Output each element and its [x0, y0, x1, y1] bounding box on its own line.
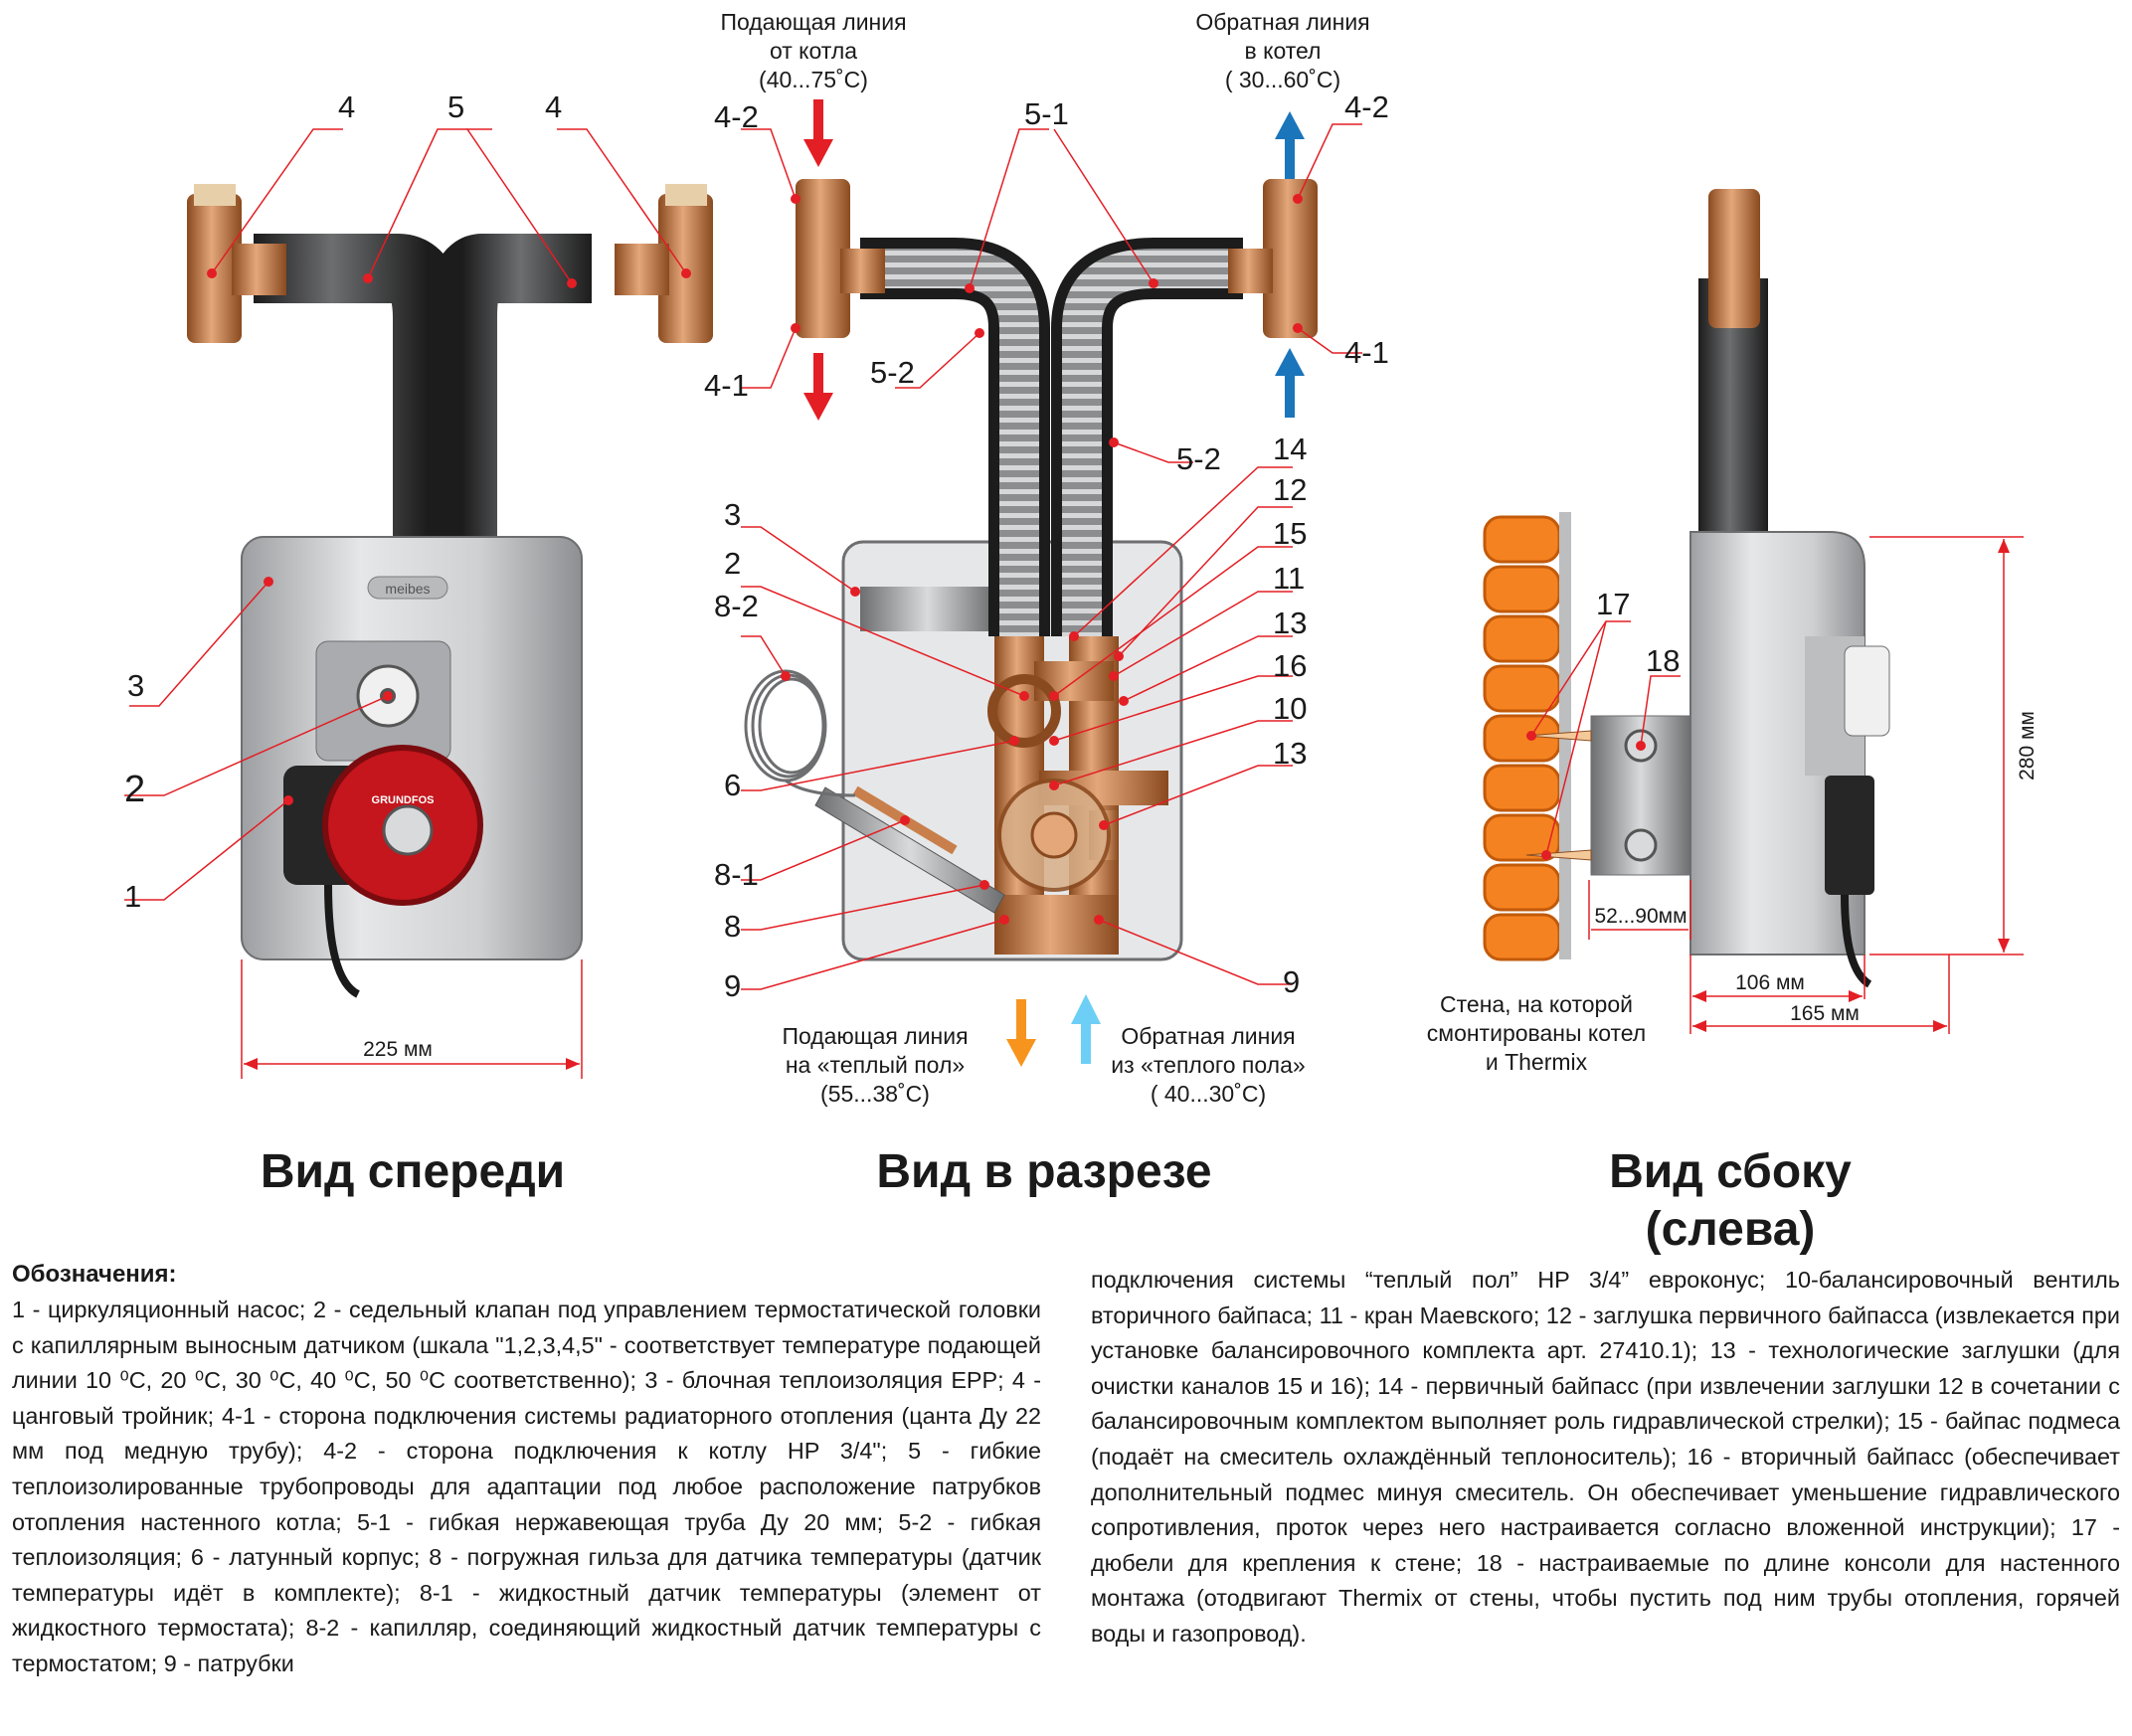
return-to-boiler-line1: Обратная линия	[1195, 9, 1369, 35]
pump-shaft	[860, 587, 994, 631]
supply-from-boiler-line3: (40...75˚C)	[759, 67, 868, 92]
callout-4-2-right: 4-2	[1344, 89, 1389, 124]
callout-13-upper: 13	[1273, 606, 1307, 640]
return-to-boiler-line3: ( 30...60˚C)	[1225, 67, 1340, 92]
corrugated-pipe-left	[860, 249, 1039, 636]
callout-2: 2	[124, 769, 145, 810]
tee-fitting-left	[187, 184, 286, 343]
arrow-supply-down	[803, 353, 833, 421]
front-width-dimension: 225 мм	[363, 1038, 433, 1061]
arrow-supply-from-boiler	[803, 99, 833, 167]
side-tee	[1708, 189, 1760, 328]
brick-wall	[1483, 512, 1571, 961]
arrow-return-up	[1275, 348, 1305, 418]
callout-8: 8	[724, 909, 741, 944]
callout-3-section: 3	[724, 497, 741, 532]
callout-8-1: 8-1	[714, 857, 759, 892]
callout-4-right: 4	[545, 89, 562, 124]
supply-floor-line2: на «теплый пол»	[786, 1052, 965, 1078]
callout-9-right: 9	[1283, 964, 1300, 999]
brand-plate	[367, 576, 448, 600]
depth-dimension-165: 165 мм	[1790, 1002, 1860, 1025]
pump-brand: GRUNDFOS	[372, 794, 435, 806]
section-tee-right	[1228, 179, 1318, 338]
callout-3: 3	[127, 668, 144, 703]
callout-14: 14	[1273, 432, 1307, 466]
callout-4-1-right: 4-1	[1344, 335, 1389, 370]
side-view-title-line2: (слева)	[1645, 1203, 1816, 1256]
supply-floor-line3: (55...38˚C)	[820, 1081, 930, 1107]
supply-floor-line1: Подающая линия	[782, 1023, 968, 1049]
callout-9-left: 9	[724, 968, 741, 1003]
front-view: meibes GRUNDFOS 225 мм	[124, 89, 713, 1079]
legend: Обозначения: 1 - циркуляционный насос; 2…	[12, 1261, 2120, 1682]
callout-2-section: 2	[724, 546, 741, 581]
wall-note-line3: и Thermix	[1486, 1049, 1588, 1075]
wall-note-line1: Стена, на которой	[1440, 991, 1633, 1017]
arrow-supply-floor	[1006, 999, 1036, 1067]
corrugated-pipe-right	[1062, 249, 1243, 636]
insulated-pipe-right	[428, 234, 592, 542]
side-height-dimension: 280 мм	[2016, 711, 2039, 781]
callout-13-lower: 13	[1273, 736, 1307, 771]
callout-10: 10	[1273, 691, 1307, 726]
callout-5-2-left: 5-2	[870, 355, 915, 390]
callout-11: 11	[1273, 561, 1305, 596]
callout-4-1-left: 4-1	[704, 368, 749, 403]
callout-5: 5	[447, 89, 464, 124]
supply-from-boiler-line1: Подающая линия	[720, 9, 906, 35]
callout-8-2: 8-2	[714, 589, 759, 623]
section-view-title: Вид в разрезе	[876, 1145, 1212, 1198]
callout-12: 12	[1273, 472, 1307, 507]
brass-body	[987, 636, 1168, 955]
callout-4-left: 4	[338, 89, 355, 124]
side-view: 280 мм 52...90мм 106 мм 165 мм Стена, на…	[1427, 189, 2039, 1075]
legend-title: Обозначения:	[12, 1261, 177, 1288]
depth-dimension-106: 106 мм	[1735, 971, 1805, 994]
capillary-coil	[744, 669, 856, 797]
legend-column-2: подключения системы “теплый пол” HP 3/4”…	[1091, 1267, 2120, 1647]
return-floor-line1: Обратная линия	[1121, 1023, 1295, 1049]
callout-6: 6	[724, 768, 741, 802]
callout-17: 17	[1596, 587, 1630, 621]
diagram-canvas: meibes GRUNDFOS 225 мм	[124, 9, 2039, 1107]
return-floor-line2: из «теплого пола»	[1111, 1052, 1305, 1078]
legend-column-1: 1 - циркуляционный насос; 2 - седельный …	[12, 1297, 1041, 1676]
wall-dowel-upper	[1525, 730, 1592, 742]
callout-18: 18	[1646, 643, 1680, 678]
callout-4-2-left: 4-2	[714, 99, 759, 134]
side-view-title: Вид сбоку (слева)	[1531, 1143, 1929, 1259]
tee-fitting-right	[615, 184, 713, 343]
callout-5-2-right: 5-2	[1176, 441, 1221, 476]
side-thermostat-head	[1844, 645, 1890, 737]
wall-dowel-lower	[1525, 849, 1592, 861]
section-tee-left	[796, 179, 885, 338]
arrow-return-floor	[1071, 994, 1101, 1064]
callout-15: 15	[1273, 516, 1307, 551]
console-dimension: 52...90мм	[1594, 905, 1687, 928]
callout-5-1: 5-1	[1024, 96, 1069, 131]
return-to-boiler-line2: в котел	[1245, 38, 1322, 64]
insulated-pipe-left	[254, 234, 462, 542]
callout-16: 16	[1273, 648, 1307, 683]
brand-text: meibes	[385, 581, 430, 597]
front-view-title: Вид спереди	[260, 1145, 566, 1198]
supply-from-boiler-line2: от котла	[770, 38, 857, 64]
arrow-return-to-boiler	[1275, 111, 1305, 179]
return-floor-line3: ( 40...30˚C)	[1151, 1081, 1266, 1107]
callout-1: 1	[124, 879, 141, 914]
wall-note-line2: смонтированы котел	[1427, 1020, 1646, 1046]
side-view-title-line1: Вид сбоку	[1609, 1145, 1852, 1198]
section-view: Подающая линия от котла (40...75˚C) Обра…	[704, 9, 1389, 1107]
circulation-pump: GRUNDFOS	[283, 745, 483, 998]
side-pump	[1825, 776, 1874, 895]
